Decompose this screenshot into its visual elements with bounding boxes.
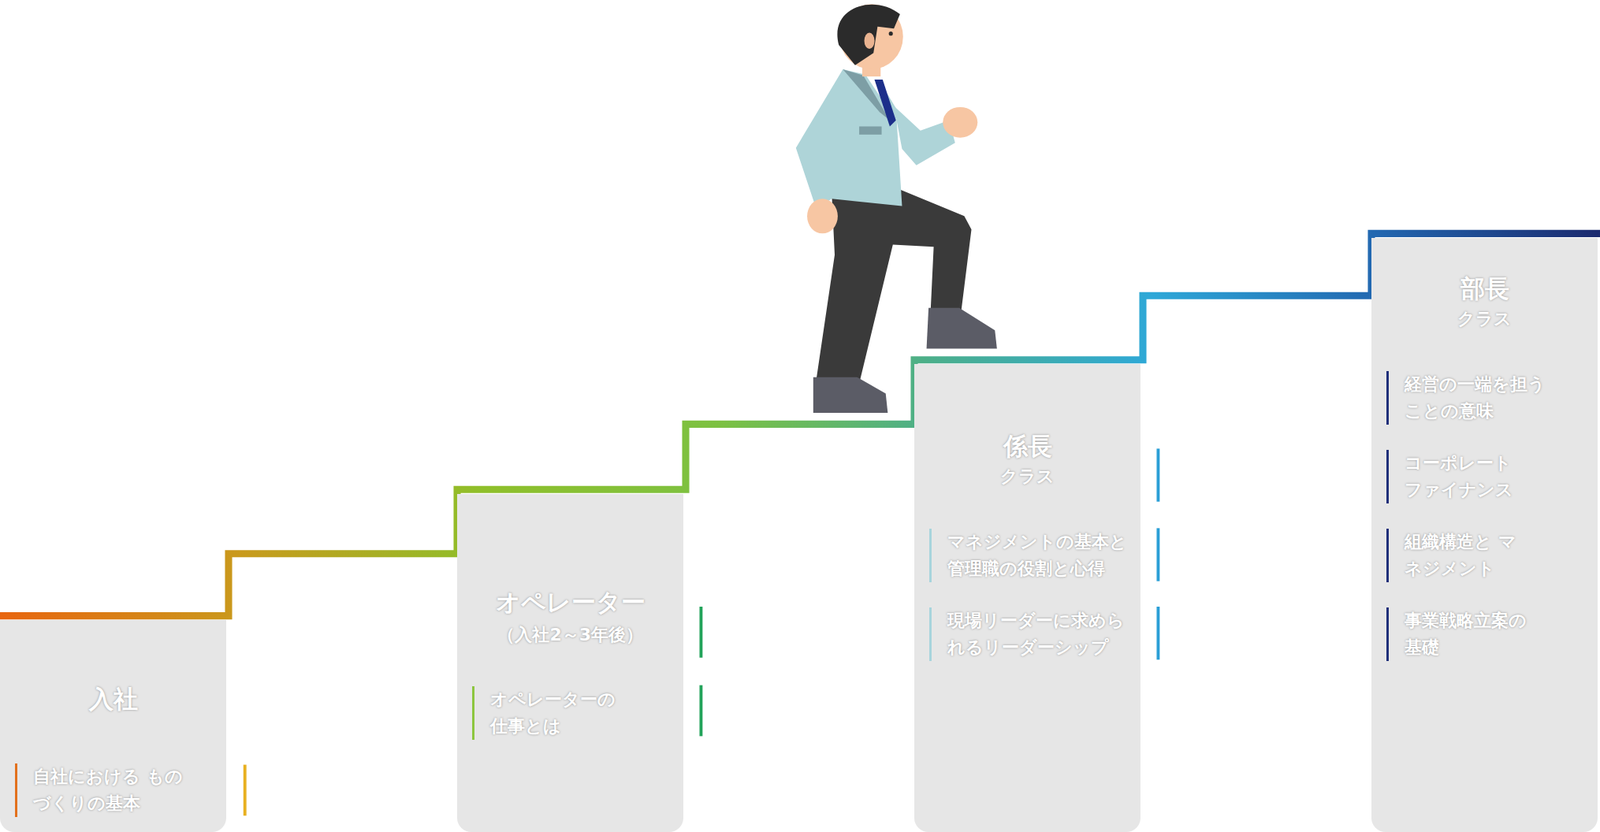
jacket	[796, 69, 903, 209]
hand	[942, 107, 978, 138]
step-heading: 部長	[1371, 274, 1598, 304]
step-bar	[1156, 448, 1160, 502]
step-subheading: （入社2～3年後）	[457, 624, 684, 647]
course-item: オペレーターの 仕事とは	[472, 686, 624, 741]
step-heading: 入社	[0, 684, 227, 715]
shoe	[926, 308, 998, 350]
step-subheading: クラス	[914, 465, 1141, 488]
step-column: 部長クラス経営の一端を担う ことの意味コーポレート ファイナンス組織構造と マネ…	[1371, 238, 1598, 832]
step-column: 係長クラスマネジメントの基本と 管理職の役割と心得現場リーダーに求めら れるリー…	[914, 364, 1141, 832]
course-item: 組織構造と マネジメント	[1386, 528, 1521, 583]
hair	[837, 4, 900, 66]
step-bar	[1156, 606, 1160, 660]
course-item: コーポレート ファイナンス	[1386, 450, 1521, 504]
course-item: 経営の一端を担う ことの意味	[1386, 371, 1556, 425]
shoe	[813, 377, 889, 414]
step-heading: オペレーター	[457, 587, 684, 618]
course-item: 現場リーダーに求めら れるリーダーシップ	[929, 607, 1133, 662]
step-column: オペレーター （入社2～3年後） オペレーターの 仕事とは	[457, 494, 684, 832]
tie	[874, 79, 897, 127]
step-bar	[1156, 528, 1160, 581]
walking-man	[796, 3, 998, 414]
eye	[889, 31, 894, 36]
step-subheading: クラス	[1371, 308, 1598, 331]
step-heading: 係長	[914, 431, 1141, 462]
course-item: 自社における ものづくりの基本	[14, 763, 184, 818]
course-item: マネジメントの基本と 管理職の役割と心得	[929, 528, 1133, 583]
ear	[864, 32, 875, 49]
step-column: 入社自社における ものづくりの基本	[0, 620, 227, 832]
pants	[816, 188, 972, 380]
course-item: 事業戦略立案の 基礎	[1386, 607, 1538, 662]
step-bar	[699, 685, 703, 737]
step-bar	[699, 606, 703, 659]
hand	[807, 198, 838, 234]
step-line	[0, 233, 1600, 616]
step-bar	[243, 765, 247, 817]
jacket-pocket	[859, 126, 882, 134]
